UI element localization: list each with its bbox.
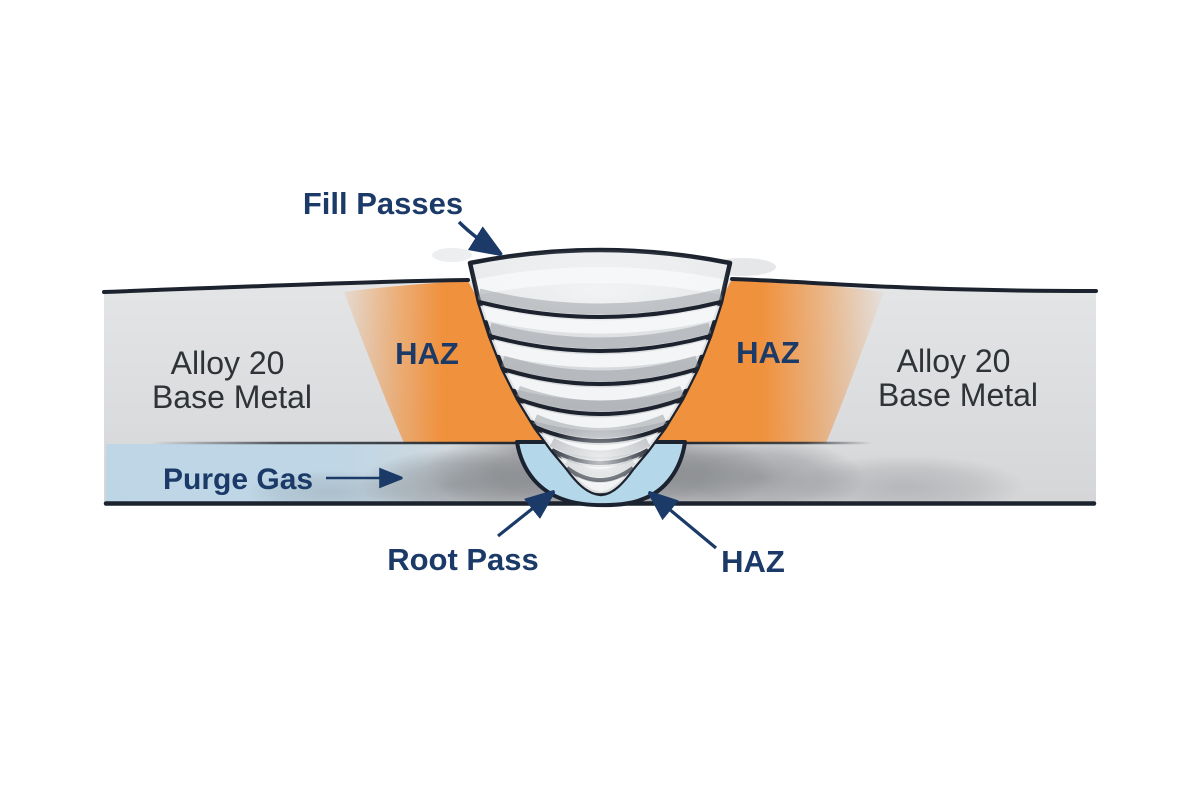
- root-smoke-shading: [245, 443, 1025, 503]
- haz-right-region: [644, 279, 884, 443]
- haz-root-arrow: [651, 494, 718, 550]
- fill-passes-label: Fill Passes: [303, 186, 463, 221]
- purge-gas-label: Purge Gas: [163, 463, 313, 496]
- root-pass-label: Root Pass: [387, 542, 539, 577]
- spatter-haze: [432, 248, 472, 262]
- haz-right-label: HAZ: [736, 335, 800, 370]
- base-metal-right-line2: Base Metal: [878, 377, 1038, 413]
- haz-left-label: HAZ: [395, 336, 459, 371]
- root-pass-arrow: [497, 493, 552, 538]
- base-metal-right-label: Alloy 20 Base Metal: [878, 343, 1038, 413]
- haz-left-region: [344, 281, 556, 443]
- fill-passes-arrow: [457, 220, 499, 253]
- weld-bead: [467, 247, 733, 497]
- smoke-patch: [785, 455, 1025, 503]
- weld-pass-boundary-1: [477, 288, 723, 334]
- weld-pass-boundary-3: [501, 355, 699, 401]
- base-metal-left-line2: Base Metal: [152, 379, 312, 415]
- base-metal-right-line1: Alloy 20: [897, 343, 1011, 379]
- base-metal-left-line1: Alloy 20: [171, 345, 285, 381]
- haz-root-label: HAZ: [721, 544, 785, 579]
- base-metal-left-label: Alloy 20 Base Metal: [152, 345, 312, 415]
- weld-pass-boundary-2: [488, 322, 712, 368]
- cap-highlight: [476, 267, 724, 295]
- plate-top-edge-left: [102, 278, 470, 294]
- plate-top-edge-right: [730, 277, 1098, 293]
